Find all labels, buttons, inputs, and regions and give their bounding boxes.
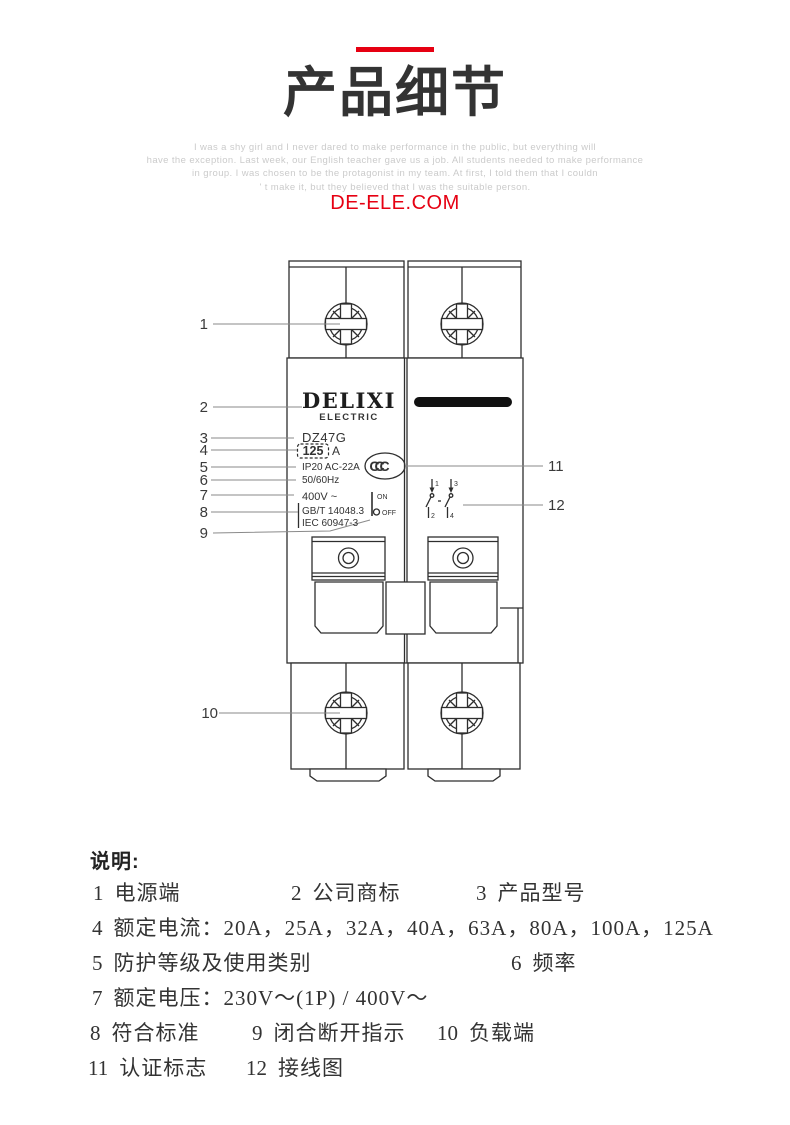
watermark-line: have the exception. Last week, our Engli… xyxy=(146,155,644,167)
brand-logo: DELIXI xyxy=(302,388,396,413)
terminal-3-label: 3 xyxy=(454,481,458,488)
model-label: DZ47G xyxy=(302,430,346,445)
rated-current-box xyxy=(296,443,330,459)
mounting-feet xyxy=(309,768,501,782)
indicator-window-right xyxy=(427,536,499,581)
indicator-window-left xyxy=(311,536,386,581)
callout-12: 12 xyxy=(548,497,565,514)
callout-3: 3 xyxy=(200,430,208,447)
callout-9: 9 xyxy=(200,525,208,542)
accent-dash xyxy=(356,47,434,52)
site-name: DE-ELE.COM xyxy=(330,192,460,214)
watermark-line: I was a shy girl and I never dared to ma… xyxy=(193,142,597,153)
screw-terminal-bottom-left xyxy=(324,691,368,735)
callout-11: 11 xyxy=(548,458,564,475)
callout-lines xyxy=(211,323,543,714)
terminal-2-label: 2 xyxy=(431,513,435,520)
standard2-label: IEC 60947-3 xyxy=(302,518,359,529)
power-terminal-section xyxy=(288,260,522,359)
wiring-diagram-symbol xyxy=(425,479,454,518)
circuit-breaker-diagram: 1 2 3 4 5 6 7 8 9 10 11 12 DELIXI ELECTR… xyxy=(200,260,565,782)
rated-current-value: 125 xyxy=(303,444,324,458)
brand-sub: ELECTRIC xyxy=(319,412,379,423)
screw-terminal-bottom-right xyxy=(440,691,484,735)
breaker-labels: DELIXI ELECTRIC DZ47G 125 A IP20 AC-22A … xyxy=(302,388,458,529)
callout-7: 7 xyxy=(200,487,208,504)
off-label: OFF xyxy=(382,510,396,517)
callout-6: 6 xyxy=(200,472,208,489)
callout-5: 5 xyxy=(200,459,208,476)
pole-marking-bar xyxy=(414,397,512,407)
watermark-line: ' t make it, but they believed that I wa… xyxy=(259,181,531,193)
on-off-indicator xyxy=(371,492,381,516)
callout-1: 1 xyxy=(200,316,208,333)
standard1-label: GB/T 14048.3 xyxy=(302,506,365,517)
voltage-label: 400V ~ xyxy=(302,491,337,503)
callout-4: 4 xyxy=(200,442,208,459)
callout-8: 8 xyxy=(200,504,208,521)
breaker-line-art xyxy=(286,260,524,782)
callout-numbers: 1 2 3 4 5 6 7 8 9 10 11 12 xyxy=(200,316,565,722)
callout-10: 10 xyxy=(201,705,218,722)
callout-2: 2 xyxy=(200,399,208,416)
protection-label: IP20 AC-22A xyxy=(302,462,360,473)
ccc-mark-ellipse xyxy=(364,452,406,480)
screw-terminal-top-left xyxy=(324,302,368,346)
watermark-text: I was a shy girl and I never dared to ma… xyxy=(0,141,790,194)
terminal-1-label: 1 xyxy=(435,481,439,488)
current-unit: A xyxy=(332,444,340,458)
screw-terminal-top-right xyxy=(440,302,484,346)
on-label: ON xyxy=(377,494,388,501)
toggle-handle xyxy=(314,581,498,635)
terminal-4-label: 4 xyxy=(450,513,454,520)
watermark-line: in group. I was chosen to be the protago… xyxy=(192,168,598,180)
frequency-label: 50/60Hz xyxy=(302,475,339,486)
page-title: 产品细节 xyxy=(283,63,507,123)
legend-heading: 说明: xyxy=(90,851,140,873)
